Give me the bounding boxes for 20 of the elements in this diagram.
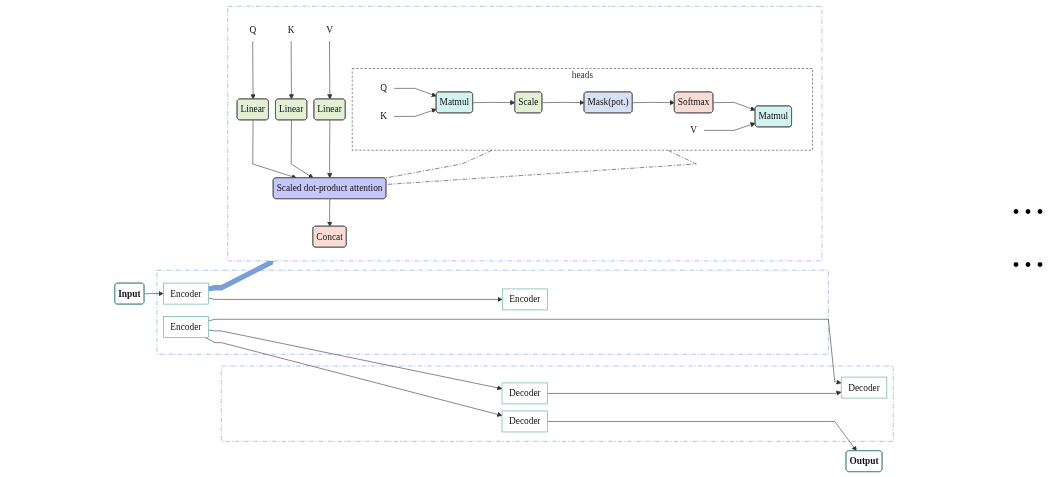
node-text: K: [287, 24, 295, 35]
ellipsis-text: • • •: [1012, 200, 1044, 224]
node-box: Decoder: [501, 410, 548, 432]
node-box: Encoder: [163, 315, 209, 338]
cluster: [227, 5, 823, 261]
node-box: Encoder: [501, 288, 548, 310]
cluster: [156, 269, 829, 355]
connector: [385, 149, 493, 178]
ellipsis-text: • • •: [1012, 253, 1044, 277]
node-text: V: [690, 124, 697, 135]
node-text: K: [380, 110, 388, 121]
node-box: Decoder: [840, 376, 888, 398]
node-box: Encoder: [163, 282, 209, 304]
node-text: Q: [249, 24, 257, 35]
node-box: Decoder: [501, 382, 548, 404]
node-text: Q: [380, 82, 388, 93]
cluster: [221, 365, 894, 442]
connector: [385, 149, 697, 185]
arrow: [207, 259, 275, 292]
node-text: V: [326, 24, 333, 35]
